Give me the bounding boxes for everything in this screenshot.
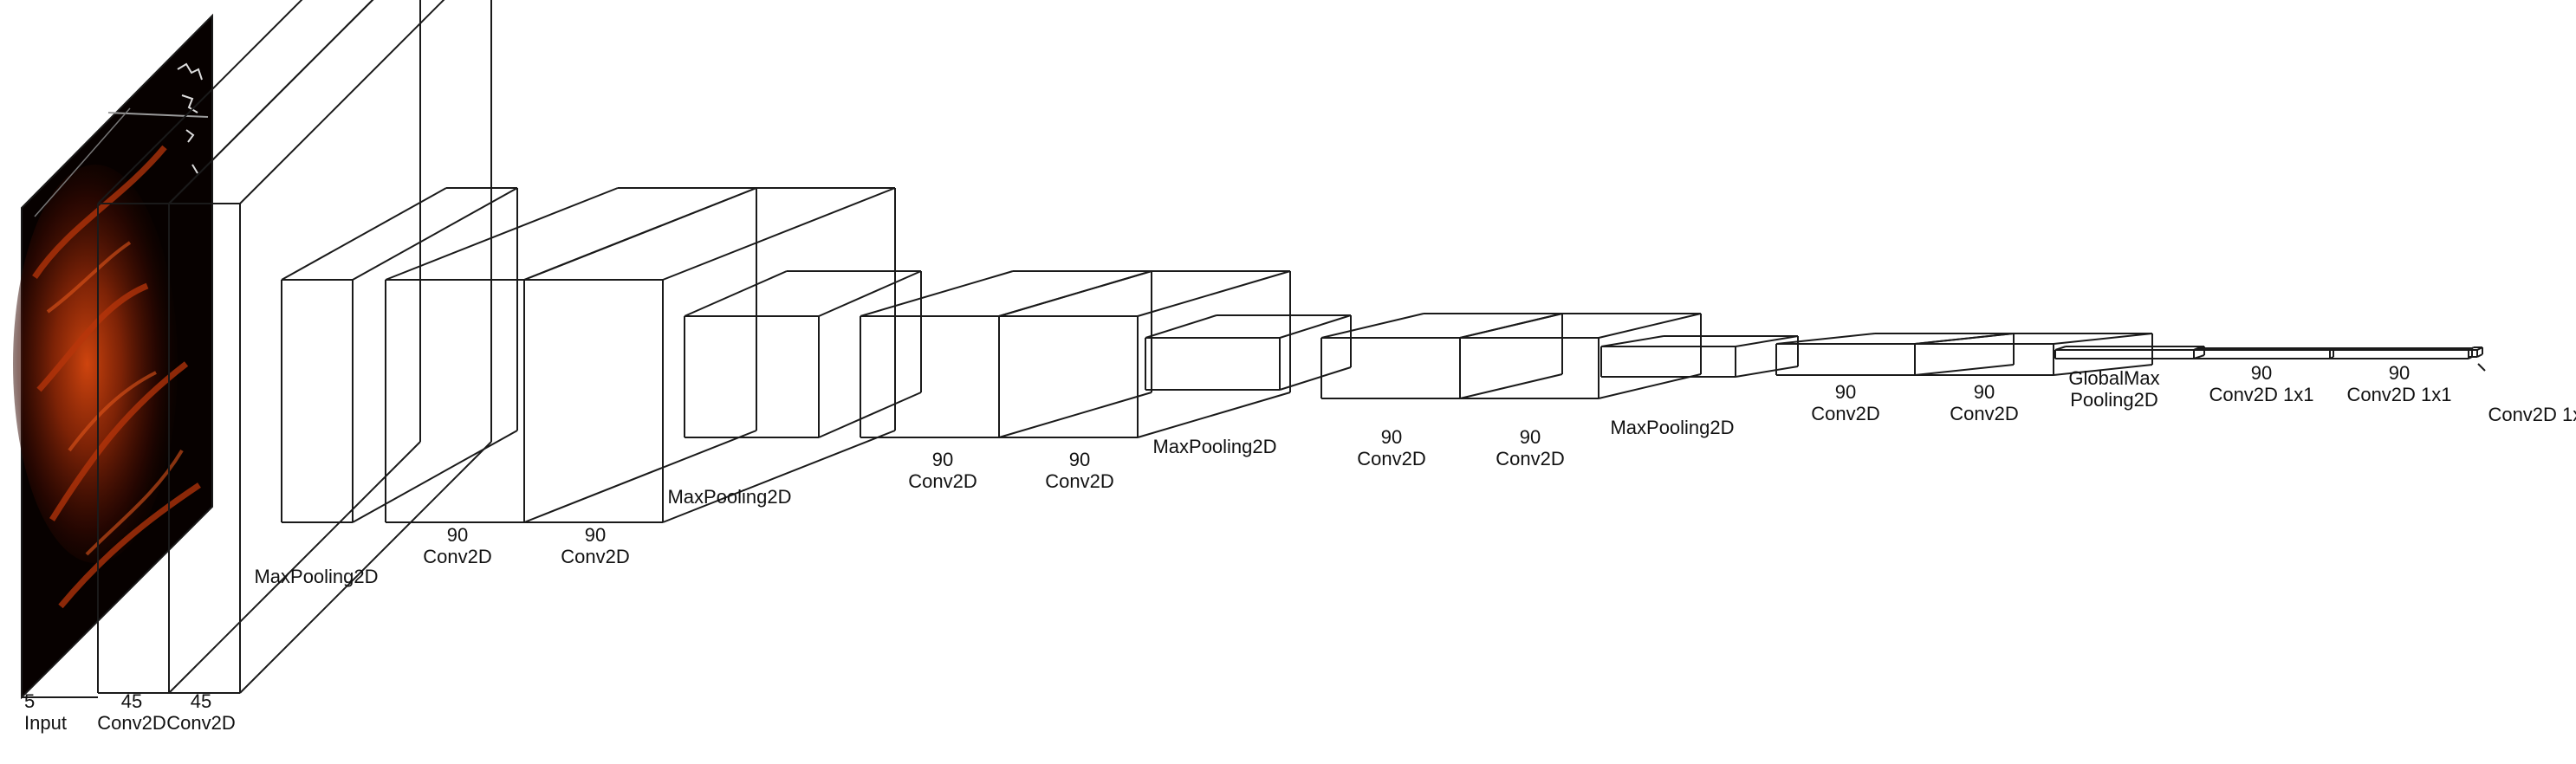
- conv2d-block-9: [1914, 364, 2015, 376]
- conv2d-block-2: [239, 441, 492, 694]
- layer-5-label-top: 90: [447, 524, 468, 546]
- layer-3-label: Conv2D: [166, 712, 235, 734]
- conv2d-block-9: [1775, 333, 1876, 345]
- layer-blocks: [22, 0, 2486, 698]
- layer-6-label: Conv2D: [561, 546, 629, 567]
- layer-9-label: Conv2D: [1045, 470, 1113, 492]
- layer-11-label-top: 90: [1381, 426, 1402, 448]
- layer-18-label-top: 90: [2389, 362, 2410, 384]
- layer-16-label-top: GlobalMax: [2068, 367, 2159, 389]
- layer-17-label-top: 90: [2251, 362, 2272, 384]
- maxpool-block-2: [818, 392, 922, 438]
- global-max-pooling-block: [2054, 346, 2067, 351]
- conv2d-block-10: [2053, 364, 2153, 376]
- layer-15-label-top: 90: [1974, 381, 1995, 403]
- conv1x1-block-3: [2476, 353, 2483, 358]
- layer-8-label-top: 90: [932, 449, 953, 470]
- layer-7-label: MaxPooling2D: [667, 486, 791, 508]
- maxpool-block-3: [1145, 314, 1217, 339]
- conv2d-block-4: [662, 430, 896, 523]
- conv2d-block-8: [1459, 313, 1563, 339]
- conv2d-block-1: [97, 0, 303, 204]
- conv2d-block-10: [2053, 333, 2153, 345]
- maxpool-block-2: [684, 270, 788, 317]
- layer-1-label: Input: [24, 712, 67, 734]
- layer-12-label: Conv2D: [1496, 448, 1564, 469]
- layer-19-label: Conv2D 1x1: [2488, 404, 2576, 425]
- layer-18-label: Conv2D 1x1: [2346, 384, 2451, 405]
- layer-12-label-top: 90: [1520, 426, 1541, 448]
- layer-3-label-top: 45: [191, 690, 211, 712]
- layer-15-label: Conv2D: [1950, 403, 2018, 424]
- conv2d-block-7: [1320, 313, 1424, 339]
- conv1x1-block-1: [2193, 347, 2198, 351]
- conv2d-block-2: [168, 0, 374, 204]
- layer-10-label: MaxPooling2D: [1152, 436, 1276, 457]
- layer-14-label-top: 90: [1835, 381, 1856, 403]
- conv2d-block-10: [1914, 333, 2015, 345]
- layer-8-label: Conv2D: [908, 470, 977, 492]
- layer-14-label: Conv2D: [1811, 403, 1879, 424]
- maxpool-block-1: [281, 187, 447, 281]
- conv2d-block-4: [523, 187, 757, 281]
- layer-4-label: MaxPooling2D: [254, 566, 378, 587]
- maxpool-block-4: [1600, 335, 1664, 347]
- maxpool-block-1: [352, 187, 518, 281]
- conv2d-block-3: [385, 187, 619, 281]
- layer-2-label-top: 45: [121, 690, 142, 712]
- conv2d-block-8: [1598, 313, 1702, 339]
- layer-9-label-top: 90: [1069, 449, 1090, 470]
- layer-1-label-top: 5: [24, 690, 35, 712]
- layer-6-label-top: 90: [585, 524, 606, 546]
- conv2d-block-6: [1137, 392, 1291, 438]
- conv1x1-block-3: [2477, 363, 2486, 372]
- maxpool-block-4: [1735, 335, 1799, 347]
- conv2d-block-5: [860, 270, 1014, 317]
- maxpool-block-3: [1279, 366, 1352, 391]
- conv2d-block-1: [168, 441, 421, 694]
- layer-5-label: Conv2D: [423, 546, 491, 567]
- conv2d-block-4: [662, 187, 896, 281]
- conv2d-block-3: [523, 430, 757, 523]
- layer-17-label: Conv2D 1x1: [2209, 384, 2313, 405]
- conv2d-block-5: [998, 392, 1152, 438]
- layer-2-label: Conv2D: [97, 712, 165, 734]
- conv2d-block-6: [1137, 270, 1291, 317]
- conv2d-block-8: [1598, 373, 1702, 399]
- conv1x1-block-2: [2329, 347, 2334, 351]
- conv1x1-block-3: [2468, 346, 2475, 351]
- input-image: [13, 13, 213, 700]
- conv2d-block-2: [239, 0, 445, 204]
- maxpool-block-1: [352, 430, 518, 523]
- layer-13-label: MaxPooling2D: [1610, 417, 1734, 438]
- maxpool-block-3: [1279, 314, 1352, 339]
- conv2d-block-7: [1459, 373, 1563, 399]
- maxpool-block-2: [818, 270, 922, 317]
- maxpool-block-4: [1735, 366, 1799, 378]
- layer-11-label: Conv2D: [1357, 448, 1425, 469]
- conv2d-block-6: [998, 270, 1152, 317]
- layer-16-label: Pooling2D: [2070, 389, 2158, 411]
